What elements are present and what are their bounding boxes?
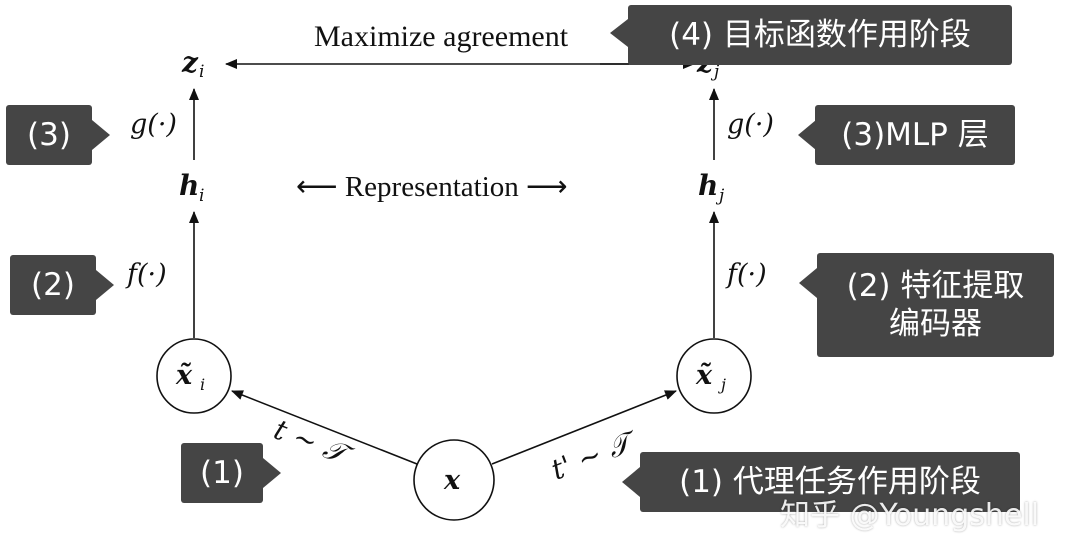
callout-right2-pointer <box>799 268 817 298</box>
callout-right1-pointer <box>622 467 640 497</box>
callout-left3-pointer <box>92 120 110 150</box>
h-i-node: h i <box>179 169 204 206</box>
svg-text:x̃: x̃ <box>695 360 713 391</box>
svg-text:i: i <box>199 186 204 206</box>
svg-text:j: j <box>715 186 725 206</box>
callout-left3: (3) <box>6 105 92 165</box>
g-right-label: g(·) <box>727 109 774 140</box>
callout-stage4-pointer <box>610 19 628 47</box>
svg-text:h: h <box>179 169 199 202</box>
t-left-arrow <box>231 390 418 465</box>
callout-right3: (3)MLP 层 <box>815 105 1015 165</box>
z-i-node: z i <box>181 46 204 82</box>
t-left-label: t ~ 𝒯 <box>269 413 358 473</box>
x-tilde-i-node: x̃ i <box>156 338 232 414</box>
g-left-label: g(·) <box>130 109 177 140</box>
svg-text:j: j <box>710 62 720 82</box>
representation-label: ⟵ Representation ⟶ <box>296 171 568 203</box>
svg-text:j: j <box>718 375 726 394</box>
callout-right2: (2) 特征提取 编码器 <box>817 253 1054 357</box>
callout-left2: (2) <box>10 255 96 315</box>
f-left-label: f(·) <box>125 259 167 290</box>
svg-text:z: z <box>181 46 199 79</box>
svg-text:x: x <box>443 465 461 496</box>
svg-text:i: i <box>200 375 205 394</box>
callout-left1: (1) <box>181 443 263 503</box>
t-right-arrow <box>491 390 677 465</box>
h-j-node: h j <box>698 169 725 206</box>
callout-left2-pointer <box>96 270 114 300</box>
maximize-agreement-label: Maximize agreement <box>314 20 569 53</box>
callout-left1-pointer <box>263 458 281 488</box>
callout-right3-pointer <box>798 120 816 150</box>
f-right-label: f(·) <box>725 259 767 290</box>
svg-text:x̃: x̃ <box>175 360 193 391</box>
watermark: 知乎 @Youngshell <box>780 498 1040 533</box>
callout-right1: (1) 代理任务作用阶段 <box>640 452 1020 512</box>
x-tilde-j-node: x̃ j <box>676 338 752 414</box>
svg-text:h: h <box>698 169 718 202</box>
x-node: x <box>413 439 495 521</box>
callout-stage4: (4) 目标函数作用阶段 <box>628 5 1012 65</box>
svg-text:i: i <box>199 62 204 82</box>
